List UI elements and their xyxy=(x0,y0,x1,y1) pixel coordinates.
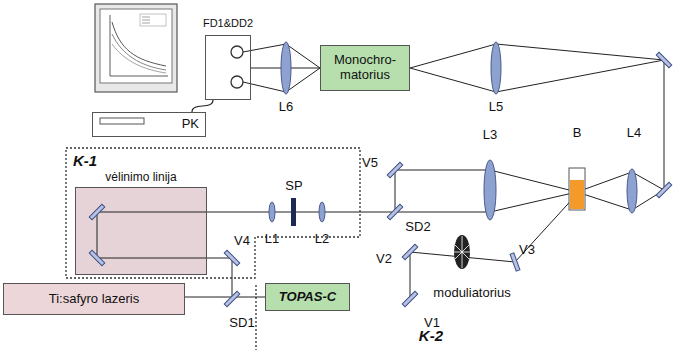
lens xyxy=(269,42,637,222)
delay-line-fill xyxy=(75,187,207,275)
node-label: FD1&DD2 xyxy=(203,17,253,30)
component-label: L1 xyxy=(265,232,279,245)
component-label: V4 xyxy=(234,234,250,247)
computer-box: PK xyxy=(92,112,206,137)
beam-connector xyxy=(185,297,265,298)
laser-beams xyxy=(97,44,664,299)
opa-box: TOPAS-C xyxy=(265,283,350,311)
delay-line-box: vėlinimo linija xyxy=(75,170,207,275)
node-label: TOPAS-C xyxy=(279,290,336,305)
node-label: K-2 xyxy=(419,327,443,344)
sample-cuvette xyxy=(569,168,585,210)
region-outline xyxy=(65,147,361,279)
box-frame xyxy=(75,187,207,275)
laser-box: Ti:safyro lazeris xyxy=(3,283,185,315)
node-label: K-1 xyxy=(73,152,97,169)
component-label: L6 xyxy=(279,100,293,113)
node-label: vėlinimo linija xyxy=(105,170,176,184)
component-label: V2 xyxy=(376,252,392,265)
component-label: V5 xyxy=(362,156,378,169)
node-label: Ti:safyro lazeris xyxy=(49,292,140,307)
detector-box: FD1&DD2 xyxy=(205,17,251,100)
monochromator-box: Monochro- matorius xyxy=(320,45,410,91)
node-label: Monochro- matorius xyxy=(327,53,403,83)
sp-plate xyxy=(291,198,296,226)
component-label: B xyxy=(573,126,582,139)
component-label: L3 xyxy=(483,128,497,141)
component-label: SD1 xyxy=(229,316,254,329)
group-region: K-2 TOPAS-C xyxy=(255,237,455,350)
component-label: SP xyxy=(285,179,302,192)
node-label: PK xyxy=(182,117,199,132)
photodiode xyxy=(231,46,243,58)
beam-connector xyxy=(192,100,213,112)
monitor xyxy=(95,4,177,92)
component-label: SD2 xyxy=(405,220,430,233)
component-label: L2 xyxy=(315,232,329,245)
group-region: K-1 vėlinimo linija xyxy=(65,147,361,279)
component-label: L4 xyxy=(627,126,641,139)
photodiode xyxy=(231,76,243,88)
drive-slot xyxy=(100,118,144,124)
component-label: V1 xyxy=(424,316,440,329)
box-frame xyxy=(205,35,251,100)
component-label: V3 xyxy=(519,243,535,256)
component-label: L5 xyxy=(489,100,503,113)
component-label: moduliatorius xyxy=(433,286,510,299)
chopper-wheel xyxy=(454,235,470,269)
